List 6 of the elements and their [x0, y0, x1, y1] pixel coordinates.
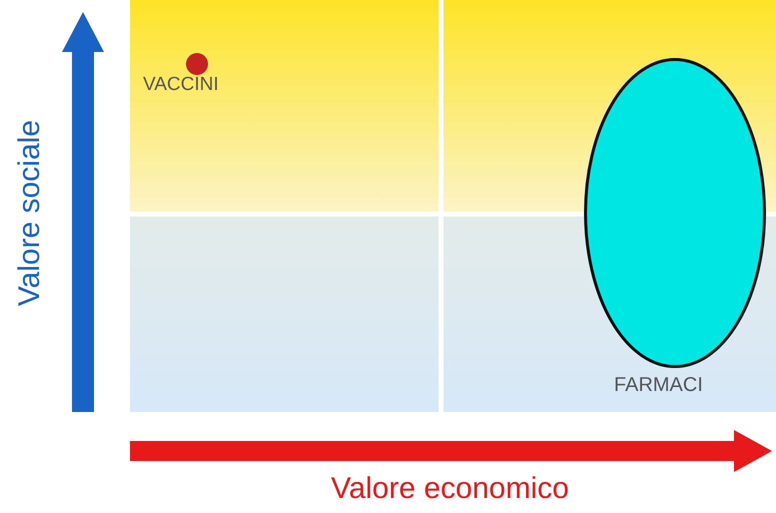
axis-title: Valore sociale	[13, 120, 47, 306]
region-label: FARMACI	[614, 374, 703, 397]
point-label: VACCINI	[143, 74, 219, 96]
region-ellipse	[584, 58, 766, 368]
axis-title: Valore economico	[331, 472, 569, 506]
data-point	[186, 53, 208, 75]
